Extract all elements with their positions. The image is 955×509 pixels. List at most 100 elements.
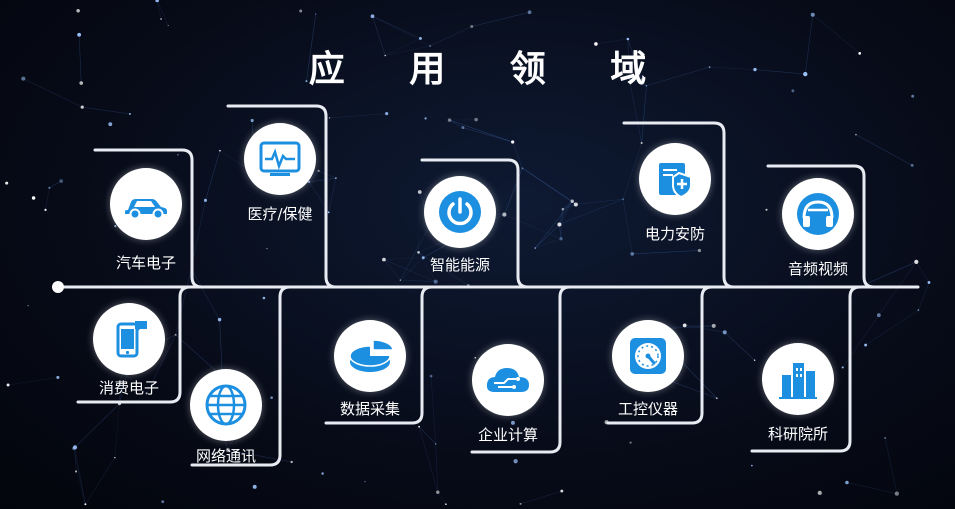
star-dot	[858, 52, 862, 55]
star-dot	[27, 304, 29, 307]
star-dot	[418, 425, 420, 428]
star-dot	[629, 441, 632, 444]
network-line	[559, 209, 564, 225]
star-dot	[384, 54, 386, 57]
star-dot	[561, 207, 565, 211]
star-dot	[433, 279, 438, 284]
item-label: 工控仪器	[617, 400, 678, 418]
network-line	[383, 257, 424, 260]
star-dot	[708, 66, 711, 68]
star-dot	[72, 445, 78, 450]
star-dot	[765, 208, 768, 211]
network-line	[724, 332, 755, 361]
network-line	[329, 113, 387, 119]
star-dot	[791, 89, 795, 93]
connector-bottom-1	[76, 285, 192, 404]
item-label: 数据采集	[339, 400, 400, 418]
star-dot	[502, 212, 507, 217]
network-line	[627, 38, 630, 79]
star-dot	[77, 32, 82, 37]
star-dot	[445, 503, 447, 505]
network-line	[435, 443, 439, 493]
star-dot	[418, 36, 422, 40]
network-line	[74, 447, 86, 505]
star-dot	[225, 447, 231, 453]
star-dot	[334, 177, 337, 180]
star-dot	[308, 181, 311, 183]
network-line	[418, 252, 469, 286]
star-dot	[474, 117, 478, 122]
network-line	[641, 85, 647, 143]
node-industrial-instruments: 工控仪器	[576, 320, 726, 430]
star-dot	[290, 460, 293, 464]
star-dot	[461, 126, 465, 129]
star-dot	[80, 105, 84, 109]
network-line	[512, 141, 523, 169]
star-dot	[75, 470, 78, 473]
star-dot	[250, 118, 254, 123]
star-dot	[917, 309, 920, 311]
star-dot	[382, 257, 386, 262]
network-line	[418, 426, 439, 493]
connector-bottom-4	[470, 285, 572, 454]
network-line	[49, 180, 62, 189]
star-dot	[753, 359, 756, 361]
heart-monitor-icon	[259, 141, 301, 176]
star-dot	[711, 323, 716, 328]
star-dot	[474, 356, 477, 359]
star-dot	[161, 500, 165, 504]
star-dot	[252, 484, 257, 489]
icon-circle	[782, 178, 854, 250]
network-line	[385, 38, 421, 56]
star-dot	[803, 71, 808, 77]
star-dot	[715, 397, 718, 400]
network-line	[429, 26, 472, 47]
network-line	[400, 257, 424, 281]
network-line	[309, 177, 336, 183]
network-line	[504, 214, 562, 240]
star-dot	[864, 343, 868, 347]
network-line	[156, 0, 169, 26]
star-dot	[519, 502, 522, 505]
pie-chart-icon	[349, 339, 394, 372]
star-dot	[645, 85, 648, 87]
network-line	[622, 142, 642, 200]
network-line	[804, 14, 814, 75]
headphones-icon	[797, 193, 839, 235]
star-dot	[114, 456, 116, 459]
node-automotive: 汽车电子	[72, 168, 222, 278]
icon-circle	[639, 143, 711, 215]
star-dot	[429, 374, 433, 378]
network-line	[709, 66, 755, 70]
item-label: 智能能源	[429, 256, 490, 274]
node-research-institutes: 科研院所	[726, 343, 876, 453]
star-dot	[626, 37, 630, 41]
star-dot	[640, 141, 643, 144]
star-dot	[266, 247, 268, 250]
network-line	[418, 191, 421, 253]
star-dot	[399, 279, 402, 281]
star-dot	[270, 396, 273, 399]
network-line	[575, 198, 623, 205]
star-dot	[6, 383, 10, 387]
network-line	[73, 403, 120, 449]
star-dot	[327, 211, 330, 214]
network-line	[45, 187, 50, 210]
star-dot	[436, 490, 440, 494]
star-dot	[217, 317, 222, 322]
network-line	[372, 15, 431, 47]
star-dot	[513, 459, 518, 464]
star-dot	[417, 190, 422, 194]
icon-circle	[110, 168, 182, 240]
network-line	[622, 199, 633, 254]
buildings-icon	[779, 363, 817, 399]
network-line	[73, 448, 86, 505]
star-dot	[421, 256, 425, 260]
star-dot	[817, 490, 822, 496]
network-line	[918, 282, 930, 311]
network-line	[754, 69, 806, 75]
icon-circle	[93, 303, 165, 375]
star-dot	[876, 313, 881, 318]
network-line	[75, 471, 86, 505]
